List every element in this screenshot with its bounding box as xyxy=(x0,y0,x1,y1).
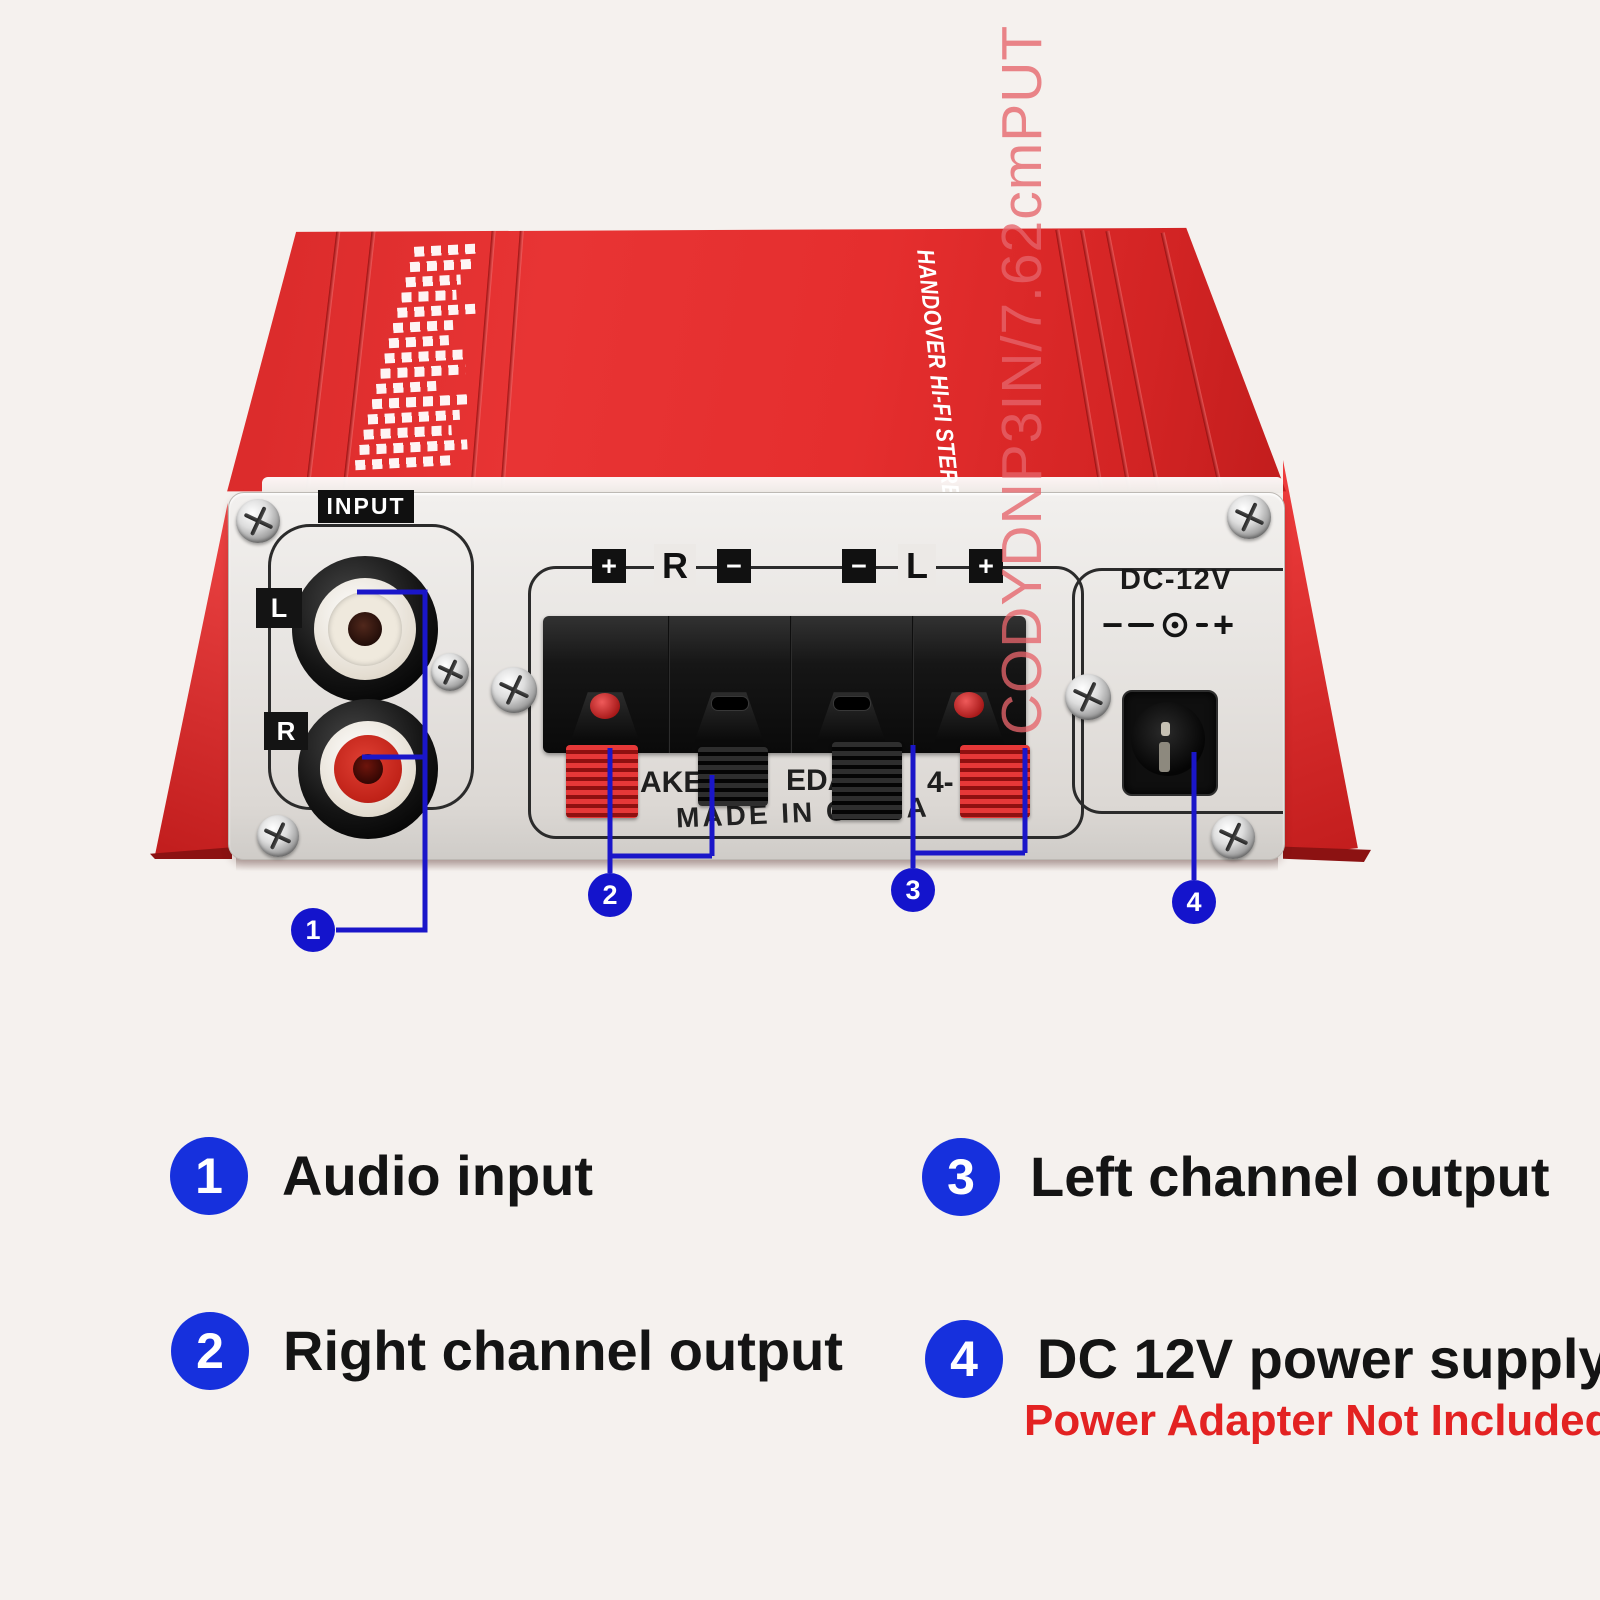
heatsink-groove xyxy=(1160,232,1224,492)
legend-label-2: Right channel output xyxy=(283,1319,843,1382)
screw-mid-right xyxy=(1065,674,1111,720)
terminal-r-letter: R xyxy=(654,544,696,588)
rca-jack-right-hole xyxy=(353,754,383,784)
legend-badge-4: 4 xyxy=(925,1320,1003,1398)
dc-voltage-label: DC-12V xyxy=(1120,564,1233,596)
vent-dash-row xyxy=(384,349,465,364)
screw-top-right xyxy=(1227,495,1271,539)
terminal-plus-l-marker: + xyxy=(969,549,1003,583)
right-heatsink-fin xyxy=(1283,460,1358,856)
heatsink-groove xyxy=(1055,229,1104,492)
heatsink-groove xyxy=(1105,230,1161,492)
terminal-divider xyxy=(912,616,914,753)
amplifier-top-face xyxy=(227,227,1286,492)
legend-badge-1: 1 xyxy=(170,1137,248,1215)
callout-badge-2: 2 xyxy=(588,873,632,917)
vent-dash-row xyxy=(359,439,468,455)
terminal-plus-r-marker: + xyxy=(592,549,626,583)
terminal-lever-red-1[interactable] xyxy=(566,745,638,818)
terminal-slot-2 xyxy=(711,696,749,711)
vent-dash-row xyxy=(376,380,437,395)
polarity-line xyxy=(1128,623,1155,627)
terminal-lever-black-2[interactable] xyxy=(698,747,768,806)
polarity-line-short xyxy=(1196,623,1209,627)
polarity-plus: + xyxy=(1213,604,1235,645)
center-positive-icon xyxy=(1162,612,1188,638)
screw-bottom-left xyxy=(257,815,299,857)
dc-jack-pin xyxy=(1159,742,1170,772)
vent-dash-row xyxy=(354,455,452,471)
legend-label-4: DC 12V power supply xyxy=(1037,1327,1600,1390)
callout-badge-1: 1 xyxy=(291,908,335,952)
screw-bottom-right xyxy=(1211,815,1255,859)
callout-badge-4: 4 xyxy=(1172,880,1216,924)
vent-dash-row xyxy=(405,274,461,288)
dc-polarity-diagram: − + xyxy=(1102,604,1262,645)
right-channel-label: R xyxy=(264,712,308,750)
vent-dash-row xyxy=(401,289,457,303)
heatsink-groove xyxy=(305,227,341,492)
terminal-slot-3 xyxy=(833,696,871,711)
legend-badge-2: 2 xyxy=(171,1312,249,1390)
legend-badge-3: 3 xyxy=(922,1138,1000,1216)
left-channel-label: L xyxy=(256,588,302,628)
heatsink-groove xyxy=(1080,229,1132,492)
vent-dash-row xyxy=(392,319,454,334)
vent-dash-row xyxy=(409,258,476,273)
vent-dash-row xyxy=(363,425,452,440)
vent-dash-row xyxy=(367,409,461,425)
input-section-label: INPUT xyxy=(318,490,414,523)
power-adapter-note: Power Adapter Not Included xyxy=(1024,1396,1600,1445)
vent-dash-row xyxy=(388,335,450,349)
legend-label-1: Audio input xyxy=(282,1144,594,1207)
vent-dash-row xyxy=(413,243,480,257)
terminal-lever-black-3[interactable] xyxy=(832,742,902,820)
legend-label-3: Left channel output xyxy=(1030,1145,1550,1208)
terminal-lever-red-4[interactable] xyxy=(960,745,1030,818)
screw-mid-left xyxy=(491,667,537,713)
terminal-divider xyxy=(668,616,670,753)
left-fin-shadow xyxy=(150,847,232,859)
speaker-text-fragment-3: 4- xyxy=(927,766,954,799)
callout-badge-3: 3 xyxy=(891,868,935,912)
dc-jack-pin-highlight xyxy=(1161,722,1170,736)
top-cover-front-edge xyxy=(262,477,1283,493)
screw-top-left xyxy=(236,499,280,543)
right-fin-shadow xyxy=(1283,846,1371,862)
terminal-divider xyxy=(790,616,792,753)
terminal-l-letter: L xyxy=(898,544,936,588)
terminal-minus-r-marker: − xyxy=(717,549,751,583)
terminal-red-indicator-4 xyxy=(954,692,984,718)
left-heatsink-fin xyxy=(155,503,230,855)
rca-jack-left-hole xyxy=(348,612,382,646)
terminal-minus-l-marker: − xyxy=(842,549,876,583)
screw-mid-left-small xyxy=(431,653,469,691)
polarity-minus: − xyxy=(1102,604,1124,645)
vent-dash-row xyxy=(380,364,466,379)
terminal-red-indicator-1 xyxy=(590,693,620,719)
vent-dash-row xyxy=(397,303,476,318)
vent-dash-row xyxy=(371,394,473,410)
